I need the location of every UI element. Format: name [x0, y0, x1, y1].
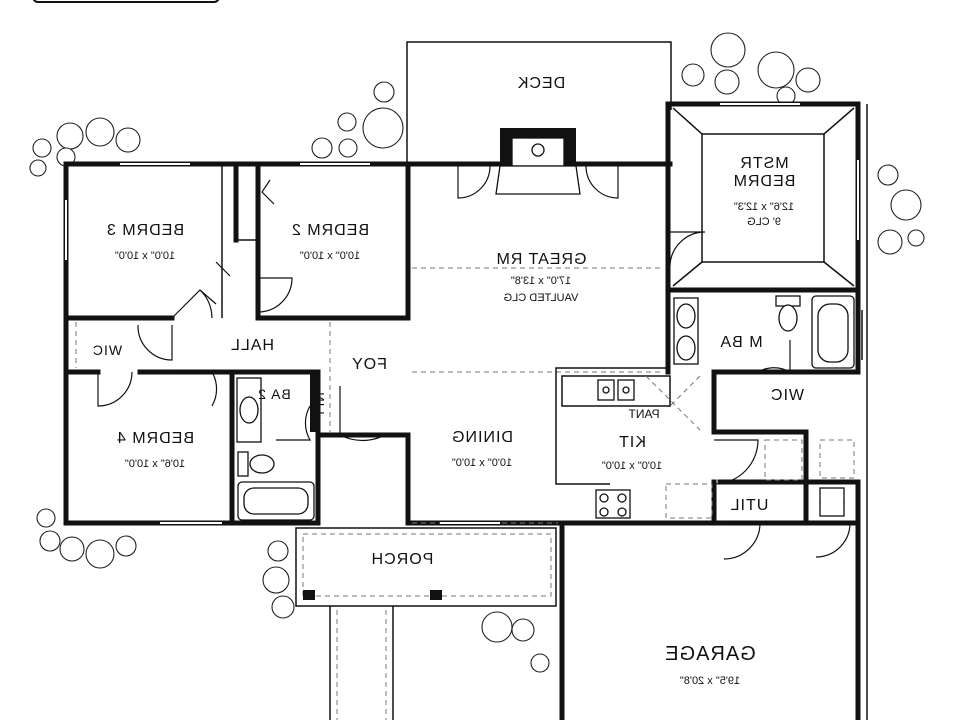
room-label-mstr-bedrm-line1: MSTR	[739, 155, 788, 172]
room-dims-dining: 10'0" x 10'0"	[452, 457, 512, 469]
room-label-dining: DINING	[451, 429, 513, 446]
fixtures	[236, 295, 863, 521]
shrub	[115, 535, 137, 557]
shrub	[795, 67, 821, 93]
shrub	[32, 138, 52, 158]
room-dims-bedrm3: 10'0" x 10'0"	[115, 250, 175, 262]
shrub	[271, 595, 295, 619]
room-label-great-rm: GREAT RM	[496, 251, 587, 268]
shrub	[681, 63, 705, 87]
shrub	[311, 137, 333, 159]
room-note-mstr-bedrm: 9' CLG	[747, 216, 781, 228]
room-dims-mstr-bedrm: 12'6" x 12'3"	[734, 201, 794, 213]
room-label-mstr-bedrm-line2: BEDRM	[733, 173, 796, 190]
room-label-util: UTIL	[730, 497, 769, 514]
room-label-foy: FOY	[351, 356, 387, 373]
shrub	[530, 653, 550, 673]
room-label-wic-right: WIC	[770, 387, 804, 404]
shrub	[338, 138, 358, 158]
shrub	[36, 508, 56, 528]
deck-outline	[406, 41, 672, 162]
room-dims-bedrm4: 10'6" x 10'0"	[125, 458, 185, 470]
shrub	[757, 51, 795, 89]
room-dims-bedrm2: 10'0" x 10'0"	[300, 250, 360, 262]
corner-badge	[32, 0, 220, 3]
shrub	[267, 540, 289, 562]
shrub	[29, 159, 47, 177]
shrub	[115, 127, 141, 153]
room-label-hall: HALL	[230, 337, 274, 354]
fireplace	[495, 128, 581, 195]
shrub	[877, 164, 899, 186]
room-label-pant: PANT	[628, 407, 660, 421]
shrub	[59, 536, 85, 562]
room-label-ba2: BA 2	[257, 386, 291, 402]
shrub	[877, 229, 903, 255]
room-label-wic-left: WIC	[92, 342, 122, 358]
shrub	[890, 189, 922, 221]
tray-ceiling	[672, 107, 855, 287]
shrub	[714, 69, 740, 95]
shrub	[710, 32, 746, 68]
shrub	[56, 122, 84, 150]
doors	[97, 165, 851, 560]
room-label-bedrm3: BEDRM 3	[106, 222, 184, 239]
shrubs	[29, 32, 925, 673]
room-label-kit: KIT	[618, 434, 646, 451]
shrub	[907, 229, 925, 247]
room-label-m-ba: M BA	[719, 334, 762, 351]
room-dims-kit: 10'0" x 10'0"	[602, 460, 662, 472]
shrub	[362, 107, 404, 149]
room-label-porch: PORCH	[371, 551, 434, 568]
room-dims-great-rm: 17'0" x 13'8"	[511, 275, 571, 287]
room-dims-garage: 19'5" x 20'8"	[680, 675, 740, 687]
room-label-bedrm2: BEDRM 2	[291, 222, 369, 239]
room-note-great-rm: VAULTED CLG	[504, 292, 579, 304]
room-label-garage: GARAGE	[664, 643, 756, 665]
shrub	[262, 566, 290, 594]
porch-outline	[295, 527, 557, 720]
ceiling-lines	[75, 267, 855, 524]
shrub	[481, 611, 513, 643]
shrub	[85, 539, 115, 569]
shrub	[511, 618, 535, 642]
shrub	[85, 117, 115, 147]
room-label-bedrm4: BEDRM 4	[116, 430, 194, 447]
shrub	[373, 81, 395, 103]
shrub	[337, 112, 357, 132]
windows	[65, 103, 859, 524]
room-labels: DECK MSTR BEDRM 12'6" x 12'3" 9' CLG BED…	[92, 75, 804, 687]
shrub	[39, 530, 61, 552]
interior-walls	[63, 101, 861, 526]
room-label-lin: LIN	[312, 391, 327, 414]
room-label-deck: DECK	[517, 75, 565, 92]
